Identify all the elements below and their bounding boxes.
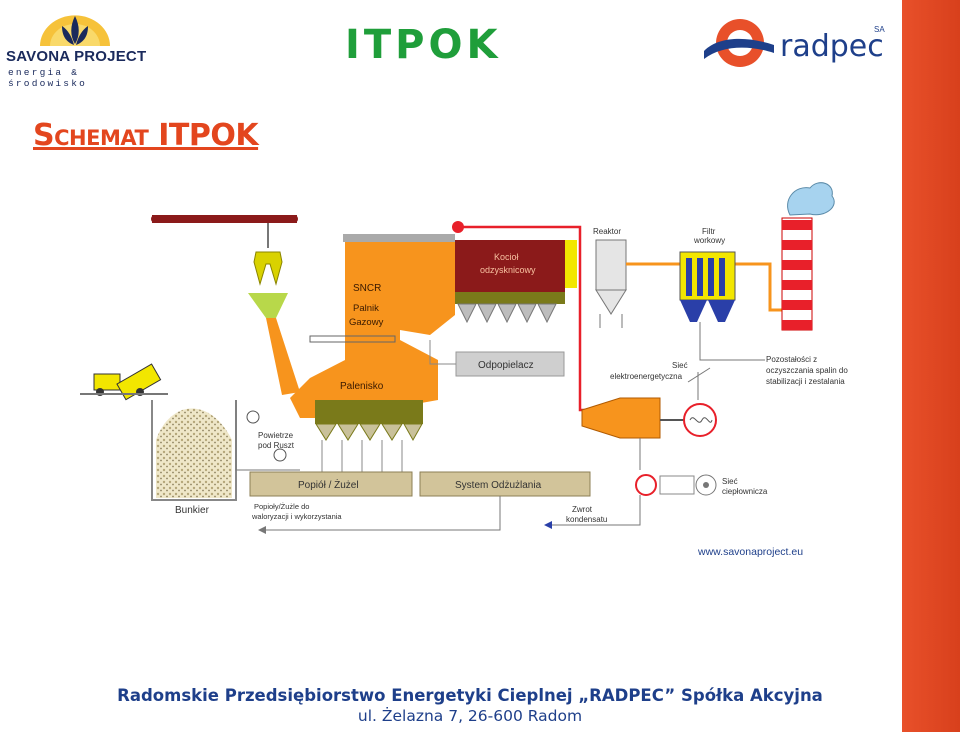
filtr-label-2: workowy <box>693 236 725 245</box>
ash-output: Popioły/Żużle do waloryzacji i wykorzyst… <box>251 496 501 534</box>
siec-ciepl-label-1: Sieć <box>722 477 738 486</box>
bag-filter: Filtr workowy <box>679 227 765 361</box>
palnik-label-1: Palnik <box>353 303 379 314</box>
footer-address: ul. Żelazna 7, 26-600 Radom <box>357 707 583 725</box>
truck-icon <box>80 363 168 401</box>
savona-project-logo: SAVONA PROJECT energia & środowisko <box>0 8 160 89</box>
popiol-label: Popiół / Żużel <box>298 478 359 491</box>
reaktor-label: Reaktor <box>593 227 621 236</box>
pozostalosci-label-2: oczyszczania spalin do <box>766 366 848 375</box>
air-supply: Powietrze pod Ruszt <box>235 400 403 472</box>
popioly-label-1: Popioły/Żużle do <box>254 502 309 511</box>
flue-line-2 <box>735 262 782 312</box>
powietrze-label-2: pod Ruszt <box>258 441 295 450</box>
reactor: Reaktor <box>593 227 627 328</box>
pozostalosci-label-1: Pozostałości z <box>766 355 817 364</box>
popiol-box: Popiół / Żużel <box>249 471 413 497</box>
sun-lotus-icon <box>40 15 110 46</box>
turbine-generator <box>581 397 717 439</box>
palenisko-label: Palenisko <box>340 381 384 392</box>
bunkier-label: Bunkier <box>175 505 210 516</box>
kociol-label-1: Kocioł <box>494 252 519 262</box>
slide-title: Schemat ITPOK <box>33 118 259 153</box>
popioly-label-2: waloryzacji i wykorzystania <box>251 512 342 521</box>
footer-company: Radomskie Przedsiębiorstwo Energetyki Ci… <box>117 686 823 705</box>
pozostalosci-label-3: stabilizacji i zestalania <box>766 377 845 386</box>
power-link <box>687 367 711 383</box>
feed-hopper <box>248 293 300 395</box>
radpec-suffix: SA <box>874 25 885 34</box>
chimney <box>781 182 835 331</box>
odpopielacz-label: Odpopielacz <box>478 360 534 371</box>
savona-name: SAVONA PROJECT <box>6 48 147 65</box>
itpok-logo: ITPOK <box>345 22 502 68</box>
heat-exchanger: Sieć ciepłownicza Zwrot kondensatu <box>544 438 768 529</box>
itpok-process-diagram: Bunkier SNCR Palnik Gazowy Palenisko Koc… <box>80 182 848 558</box>
savona-tagline: energia & środowisko <box>8 67 88 89</box>
system-odzuzlania-box: System Odżużlania <box>419 471 591 497</box>
zwrot-label-2: kondensatu <box>566 515 607 524</box>
siec-elektro-label-2: elektroenergetyczna <box>610 372 683 381</box>
recovery-boiler: Kocioł odzysknicowy <box>452 221 577 324</box>
zwrot-label-1: Zwrot <box>572 505 593 514</box>
kociol-label-2: odzysknicowy <box>480 265 536 275</box>
palnik-label-2: Gazowy <box>349 317 384 328</box>
radpec-emblem-icon <box>704 19 774 67</box>
right-accent-band <box>902 0 960 732</box>
crane <box>151 215 298 286</box>
website-label: www.savonaproject.eu <box>697 546 803 558</box>
radpec-logo: radpec SA <box>700 15 900 75</box>
filtr-label-1: Filtr <box>702 227 716 236</box>
odpopielacz-box: Odpopielacz <box>429 340 565 377</box>
waste-bunker: Bunkier <box>151 400 237 516</box>
powietrze-label-1: Powietrze <box>258 431 294 440</box>
system-label: System Odżużlania <box>455 480 542 491</box>
radpec-name: radpec <box>780 29 884 64</box>
siec-elektro-label-1: Sieć <box>672 361 688 370</box>
siec-ciepl-label-2: ciepłownicza <box>722 487 768 496</box>
sncr-label: SNCR <box>353 283 381 294</box>
furnace: SNCR Palnik Gazowy Palenisko <box>290 234 455 442</box>
